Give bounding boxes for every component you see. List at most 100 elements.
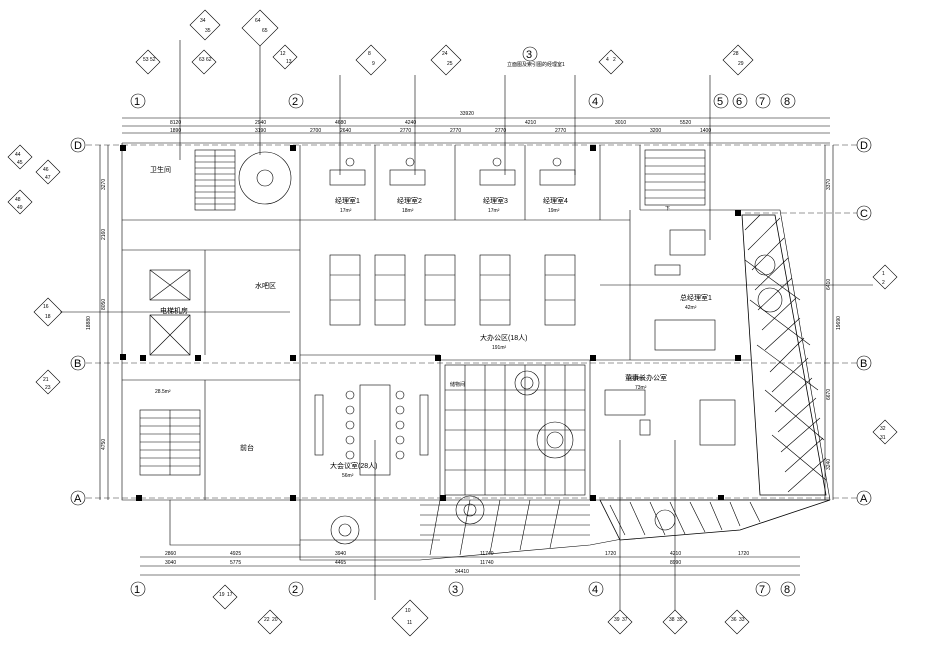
room-manager4-label: 经理室4 <box>543 196 568 205</box>
top-note: 立面图及索引图的经理室1 <box>507 61 565 68</box>
grid-col-label: 1 <box>134 96 140 108</box>
stairs-top-right <box>644 149 706 206</box>
water-bar-label: 水吧区 <box>255 281 276 290</box>
svg-text:1890: 1890 <box>170 128 181 134</box>
svg-text:4210: 4210 <box>525 120 536 126</box>
dimension-lines <box>99 117 834 576</box>
grid-row-label: B <box>860 358 867 370</box>
grid-col-label: 2 <box>292 96 298 108</box>
svg-text:18: 18 <box>45 314 51 320</box>
meeting-room-label: 大会议室(28人) <box>330 461 377 470</box>
svg-text:18880: 18880 <box>86 316 92 330</box>
svg-text:191m²: 191m² <box>492 345 507 351</box>
grid-col-label: 3 <box>452 584 458 596</box>
room-manager2-label: 经理室2 <box>397 196 422 205</box>
stairs-top-left <box>194 149 292 211</box>
grid-col-label: 8 <box>784 96 790 108</box>
svg-text:28.5m²: 28.5m² <box>155 389 171 395</box>
svg-text:2: 2 <box>613 57 616 63</box>
svg-text:3200: 3200 <box>650 128 661 134</box>
svg-text:56m²: 56m² <box>342 473 354 479</box>
elevator-room-label: 电梯机房 <box>160 306 188 315</box>
room-manager3-label: 经理室3 <box>483 196 508 205</box>
svg-text:36: 36 <box>731 617 737 623</box>
strong-room-label: 强电间 <box>630 375 645 382</box>
grid-col-label: 2 <box>292 584 298 596</box>
svg-text:8120: 8120 <box>170 120 181 126</box>
svg-text:3040: 3040 <box>165 560 176 566</box>
svg-text:16: 16 <box>43 304 49 310</box>
grid-col-label: 4 <box>592 96 598 108</box>
stair-down-note: 下 <box>665 206 670 212</box>
svg-text:6410: 6410 <box>826 279 832 290</box>
svg-text:4: 4 <box>606 57 609 63</box>
svg-text:2770: 2770 <box>495 128 506 134</box>
interior-walls <box>122 145 830 545</box>
meeting-table <box>314 384 429 476</box>
index-marker-numbers: 53 52 63 62 34 35 64 65 12 13 8 9 24 25 … <box>15 18 886 626</box>
svg-text:11740: 11740 <box>480 560 494 566</box>
svg-text:37: 37 <box>622 617 628 623</box>
svg-text:35: 35 <box>677 617 683 623</box>
svg-text:12: 12 <box>280 51 286 57</box>
elevators <box>149 269 191 356</box>
svg-text:32: 32 <box>880 426 886 432</box>
svg-text:25: 25 <box>447 61 453 67</box>
grid-col-label: 4 <box>592 584 598 596</box>
gm-office-label: 总经理室1 <box>680 293 712 302</box>
room-manager1-label: 经理室1 <box>335 196 360 205</box>
svg-text:23: 23 <box>45 385 51 391</box>
grid-col-label: 3 <box>526 49 532 61</box>
grid-col-label: 1 <box>134 584 140 596</box>
svg-text:11: 11 <box>407 620 412 626</box>
svg-text:4680: 4680 <box>335 120 346 126</box>
svg-text:1720: 1720 <box>605 551 616 557</box>
dimension-total-top: 33920 <box>460 111 474 117</box>
svg-text:4750: 4750 <box>101 439 107 450</box>
svg-text:10: 10 <box>405 608 411 614</box>
index-markers <box>7 9 898 637</box>
grid-row-label: C <box>860 208 868 220</box>
svg-text:2770: 2770 <box>555 128 566 134</box>
svg-text:31: 31 <box>880 435 886 441</box>
dimension-texts: 33920 8120 2940 4680 4240 4210 3010 5520… <box>86 111 842 575</box>
svg-text:2160: 2160 <box>101 229 107 240</box>
svg-text:8990: 8990 <box>670 560 681 566</box>
svg-text:48: 48 <box>15 197 21 203</box>
svg-text:2860: 2860 <box>165 551 176 557</box>
svg-text:2: 2 <box>882 280 885 286</box>
svg-text:49: 49 <box>17 205 23 211</box>
svg-text:33: 33 <box>739 617 745 623</box>
grid-col-label: 6 <box>736 96 742 108</box>
svg-text:3940: 3940 <box>335 551 346 557</box>
grid-col-label: 7 <box>759 584 765 596</box>
svg-text:3270: 3270 <box>101 179 107 190</box>
room-labels: 经理室1 17m² 经理室2 18m² 经理室3 17m² 经理室4 19m² … <box>150 61 712 479</box>
svg-text:2940: 2940 <box>255 120 266 126</box>
svg-text:22: 22 <box>264 617 270 623</box>
svg-text:19m²: 19m² <box>548 208 560 214</box>
grid-row-label: D <box>860 140 868 152</box>
gm-office-furniture <box>604 229 736 446</box>
svg-text:18m²: 18m² <box>402 208 414 214</box>
svg-text:4465: 4465 <box>335 560 346 566</box>
svg-text:39: 39 <box>614 617 620 623</box>
svg-text:3190: 3190 <box>255 128 266 134</box>
dimension-total-bottom: 34410 <box>455 569 469 575</box>
leader-lines <box>60 40 873 610</box>
svg-text:52: 52 <box>150 57 156 63</box>
toilet-label: 卫生间 <box>150 165 171 174</box>
svg-text:3370: 3370 <box>826 179 832 190</box>
svg-text:3010: 3010 <box>615 120 626 126</box>
storage-label: 储物间 <box>450 381 465 388</box>
grid-row-label: B <box>74 358 81 370</box>
svg-text:2640: 2640 <box>340 128 351 134</box>
svg-text:17: 17 <box>227 592 233 598</box>
courtyard <box>330 254 783 556</box>
svg-text:17m²: 17m² <box>488 208 500 214</box>
svg-text:1: 1 <box>882 271 885 277</box>
open-office-label: 大办公区(18人) <box>480 333 527 342</box>
open-office-desks <box>329 254 576 326</box>
grid-col-label: 8 <box>784 584 790 596</box>
